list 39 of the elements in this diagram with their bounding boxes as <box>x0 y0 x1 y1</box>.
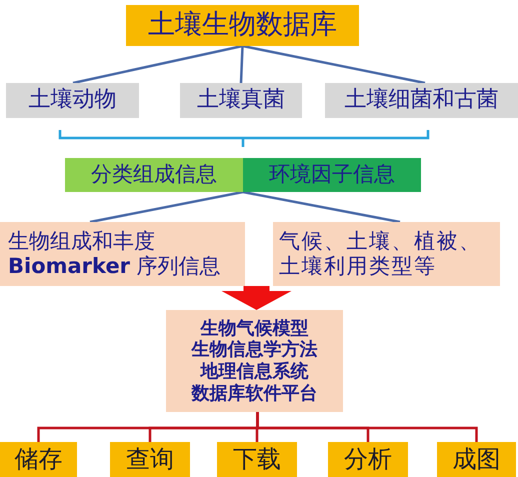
node-text: 生物组成和丰度 <box>8 228 156 254</box>
node-text: 环境因子信息 <box>268 162 396 188</box>
connector-line <box>242 44 426 84</box>
info-box <box>65 158 243 192</box>
node-text: 下载 <box>232 445 282 474</box>
info-box <box>273 222 500 286</box>
node-text: 气候、土壤、植被、土壤利用类型等 <box>279 228 482 280</box>
node-text: 查询 <box>125 445 175 474</box>
function-box <box>437 442 516 477</box>
info-box <box>0 222 245 286</box>
category-box <box>180 83 302 118</box>
connector-line <box>90 190 244 224</box>
node-text: 成图 <box>452 445 502 474</box>
node-text: 分析 <box>343 445 393 474</box>
tree-line <box>256 412 478 442</box>
function-box <box>217 442 297 477</box>
connector-line <box>240 46 244 84</box>
category-box <box>325 83 518 118</box>
node-text: 数据库软件平台 <box>190 382 318 404</box>
node-text: 土壤细菌和古菌 <box>344 87 500 114</box>
function-box <box>328 442 408 477</box>
category-box <box>6 83 139 118</box>
node-text: 生物信息学方法 <box>190 339 318 361</box>
function-box <box>110 442 190 477</box>
node-text: 土壤动物 <box>28 87 118 114</box>
down-arrow <box>222 286 292 310</box>
node-text: Biomarker 序列信息 <box>8 254 222 280</box>
function-box <box>0 442 77 477</box>
node-text: 土壤生物数据库 <box>147 9 338 42</box>
node-text: 生物气候模型 <box>199 318 310 339</box>
connector-line <box>242 190 400 224</box>
node-text: 地理信息系统 <box>199 361 310 383</box>
method-box <box>166 310 343 412</box>
info-box <box>243 158 421 192</box>
node-text: 分类组成信息 <box>90 162 218 188</box>
node-text: 土壤真菌 <box>196 87 286 114</box>
title-box <box>126 5 359 46</box>
node-text: 储存 <box>14 445 64 474</box>
connector-line <box>72 44 243 84</box>
